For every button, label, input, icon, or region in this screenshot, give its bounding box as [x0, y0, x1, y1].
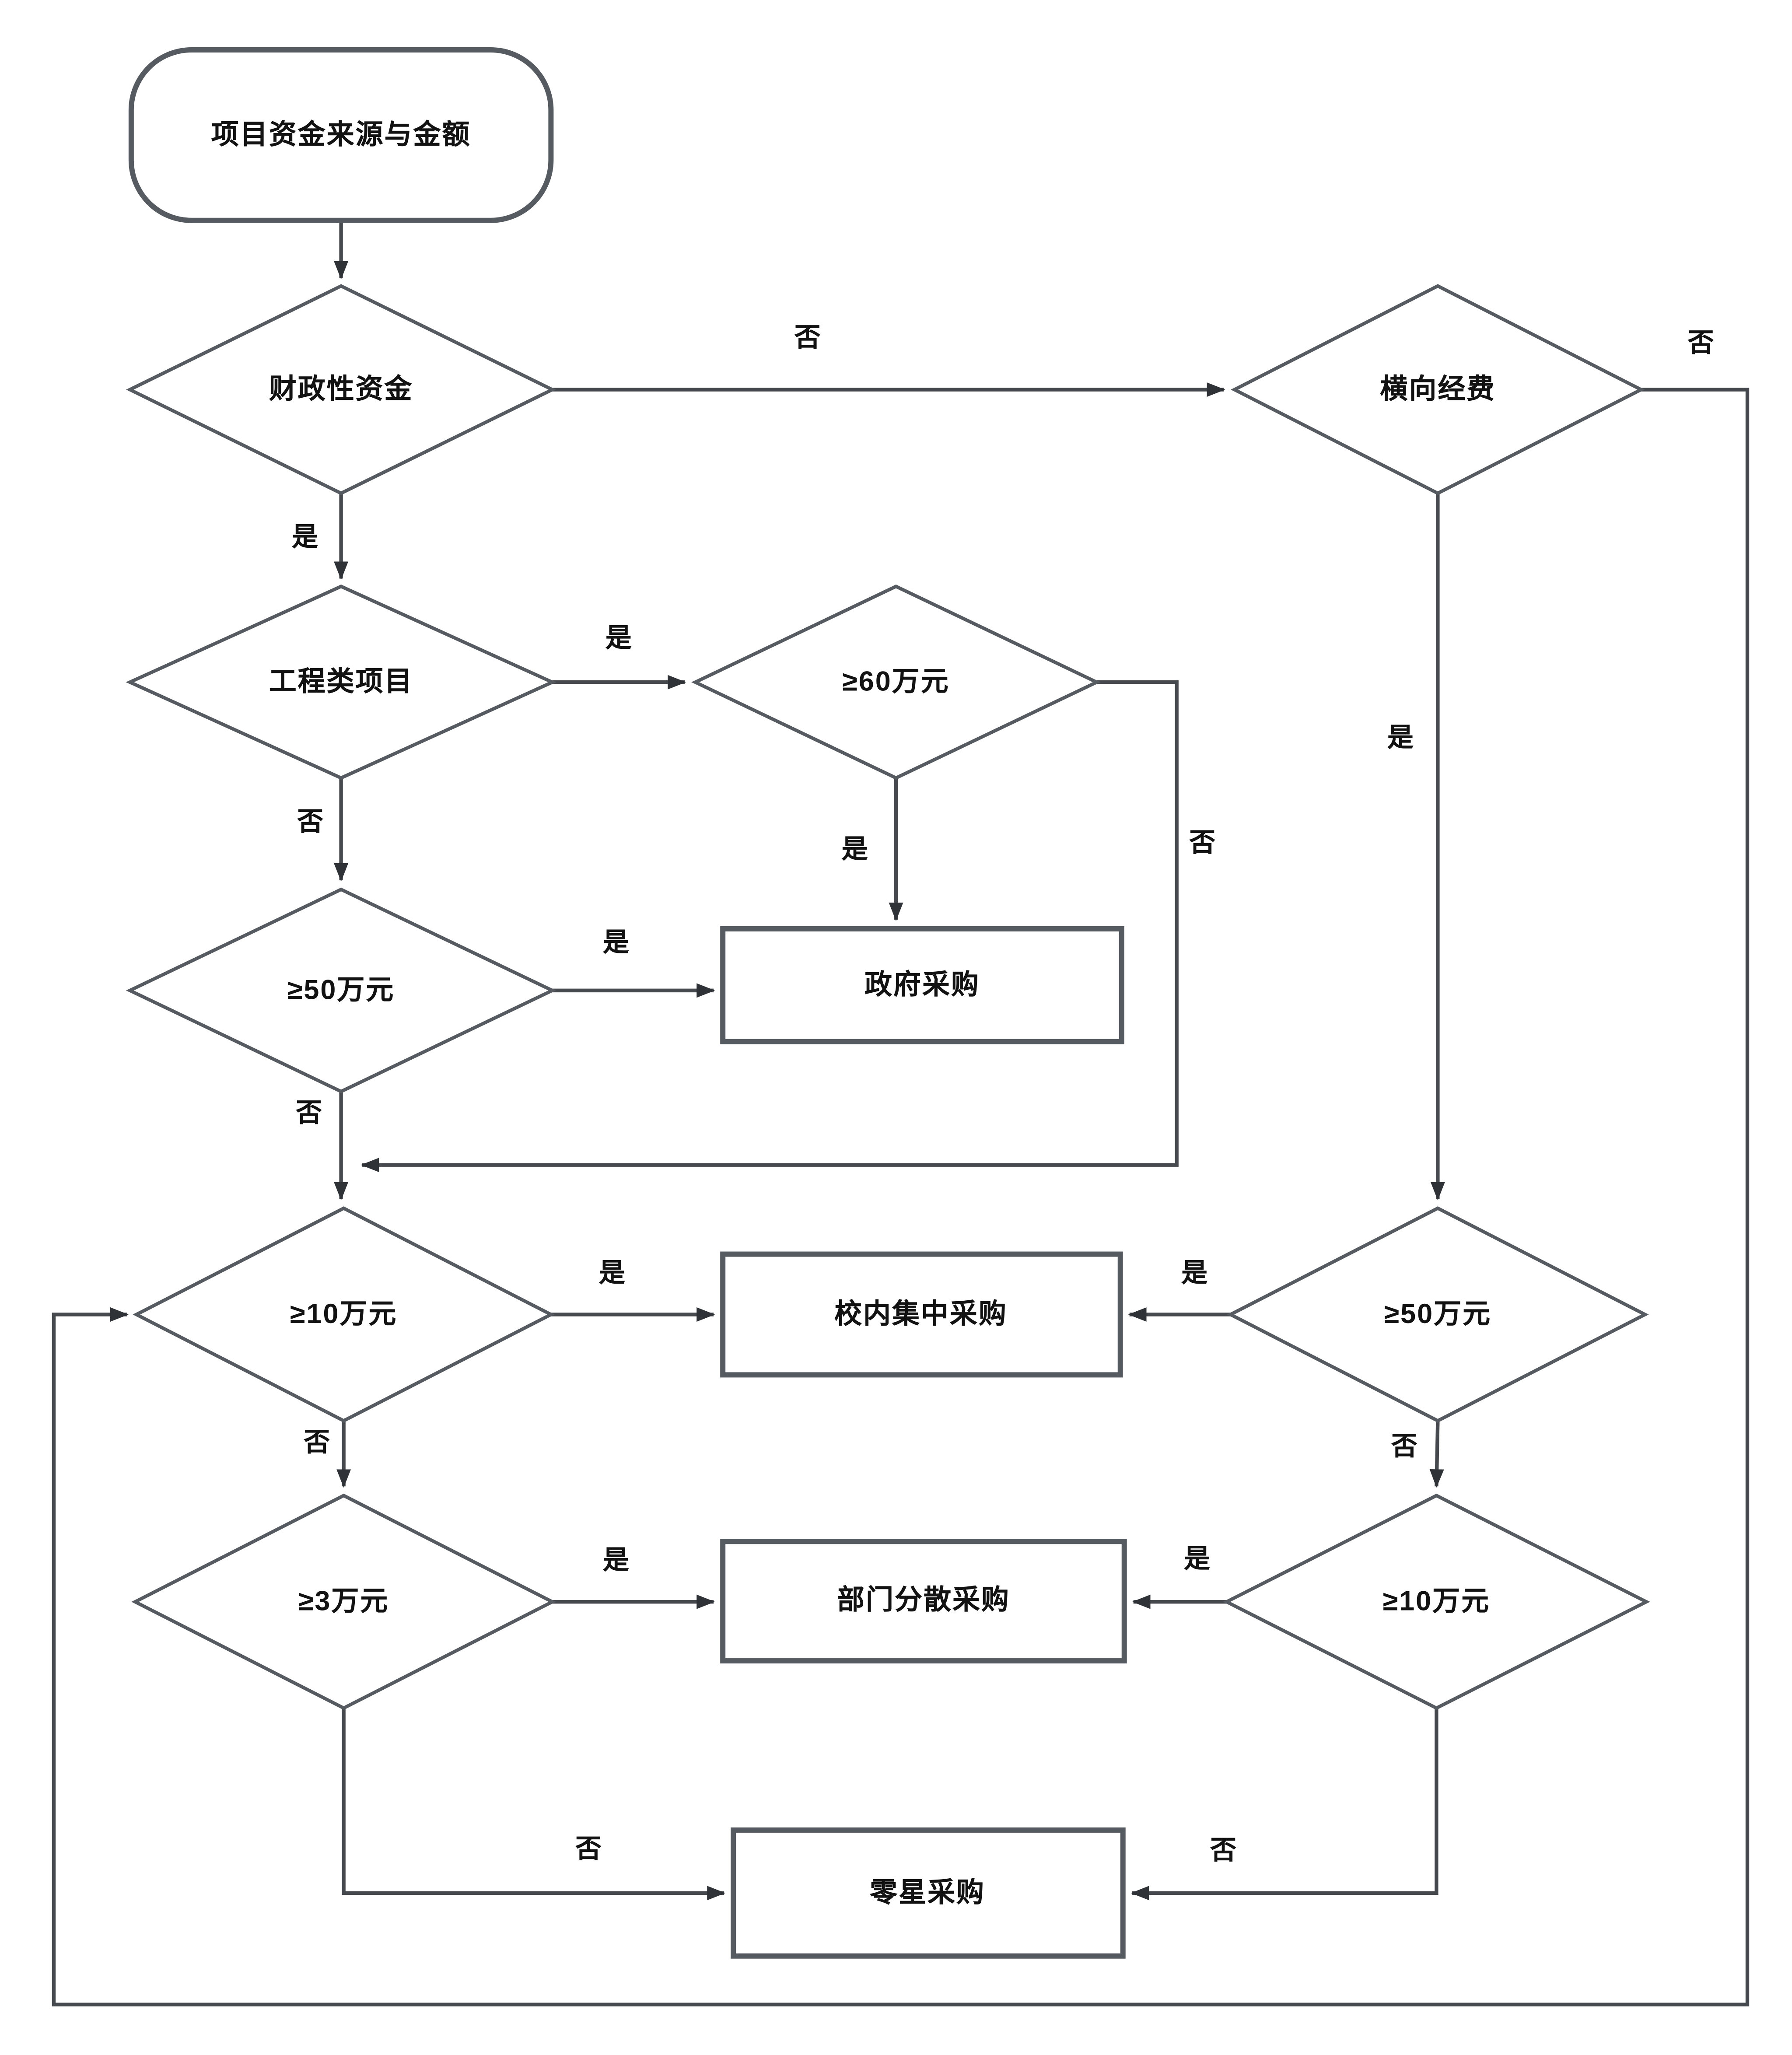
edge-label-ge50right-yes: 是 [1181, 1259, 1209, 1288]
fiscal-decision-shape [126, 284, 556, 495]
gov-process-label: 政府采购 [864, 970, 980, 1001]
dept-process-shape [720, 1539, 1127, 1664]
edge-label-ge50right-no: 否 [1391, 1432, 1419, 1462]
engineering-decision-label: 工程类项目 [269, 667, 413, 697]
campus-process-shape [720, 1251, 1123, 1378]
edge-label-ge10left-yes: 是 [598, 1259, 626, 1288]
edge-label-ge60-yes: 是 [841, 836, 869, 865]
sporadic-process-shape [731, 1827, 1126, 1959]
ge60-decision-shape [691, 585, 1101, 780]
start-node-shape [128, 47, 554, 223]
ge10-left-decision-label: ≥10万元 [290, 1299, 398, 1330]
edge-label-ge10right-yes: 是 [1184, 1545, 1212, 1575]
edge-label-ge50left-yes: 是 [602, 928, 630, 958]
edge-horizontal-no-loop [52, 388, 1750, 2006]
edge-ge60-no-loop [360, 680, 1179, 1173]
ge50-left-decision-shape [126, 887, 556, 1094]
ge3-decision-shape [131, 1493, 556, 1710]
edge-ge3-no-sporadic [342, 1708, 726, 1901]
gov-process-shape [720, 926, 1124, 1044]
ge3-decision-label: ≥3万元 [298, 1586, 389, 1617]
engineering-decision-shape [126, 585, 556, 780]
edge-label-fiscal-no: 否 [794, 324, 822, 353]
edge-label-engineering-yes: 是 [605, 624, 633, 654]
ge10-right-decision-shape [1222, 1493, 1650, 1710]
campus-process-label: 校内集中采购 [834, 1299, 1008, 1330]
horizontal-decision-shape [1231, 284, 1645, 495]
edge-label-horizontal-no: 否 [1687, 329, 1715, 358]
horizontal-decision-label: 横向经费 [1380, 375, 1496, 405]
edge-label-ge10left-no: 否 [304, 1428, 332, 1458]
ge60-decision-label: ≥60万元 [842, 667, 950, 697]
edge-label-ge10right-no: 否 [1210, 1836, 1238, 1866]
edge-label-ge3-yes: 是 [602, 1547, 630, 1576]
sporadic-process-label: 零星采购 [870, 1878, 985, 1908]
ge10-right-decision-label: ≥10万元 [1382, 1586, 1491, 1617]
edge-ge10right-no-sporadic [1130, 1708, 1438, 1901]
edge-label-ge50left-no: 否 [296, 1099, 324, 1128]
ge50-right-decision-shape [1227, 1206, 1649, 1423]
fiscal-decision-label: 财政性资金 [269, 375, 413, 405]
start-node-label: 项目资金来源与金额 [211, 120, 471, 151]
dept-process-label: 部门分散采购 [837, 1585, 1010, 1616]
ge50-left-decision-label: ≥50万元 [287, 975, 395, 1006]
edge-label-ge3-no: 否 [575, 1835, 603, 1864]
ge50-right-decision-label: ≥50万元 [1384, 1299, 1492, 1330]
edge-label-horizontal-yes: 是 [1387, 724, 1415, 753]
edge-ge50right-no-ge10right [1429, 1421, 1444, 1488]
edge-label-engineering-no: 否 [297, 808, 325, 837]
edge-label-ge60-no: 否 [1189, 829, 1217, 858]
edge-label-fiscal-yes: 是 [292, 523, 320, 553]
ge10-left-decision-shape [133, 1206, 555, 1423]
